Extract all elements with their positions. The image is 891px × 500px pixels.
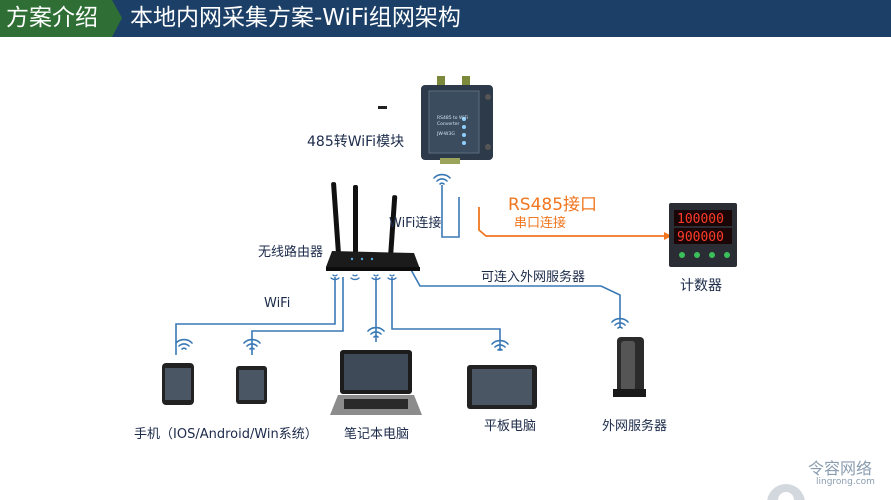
server-label: 外网服务器	[602, 419, 668, 434]
module-router-link	[441, 185, 460, 238]
tablet-label: 平板电脑	[484, 419, 537, 434]
watermark-name: 令容网络	[808, 459, 873, 478]
router-label: 无线路由器	[258, 245, 324, 260]
serial-label: 串口连接	[514, 216, 567, 231]
wifi-signal-icons	[175, 173, 629, 351]
page-title: 本地内网采集方案-WiFi组网架构	[130, 5, 461, 31]
external-server-link-label: 可连入外网服务器	[481, 270, 586, 285]
server-link	[409, 267, 621, 327]
wifi-label: WiFi	[264, 296, 291, 311]
phone-label: 手机（IOS/Android/Win系统）	[134, 427, 318, 442]
section-title: 方案介绍	[6, 5, 98, 31]
server-device	[613, 337, 646, 397]
counter-device: 100000 900000	[669, 203, 737, 267]
rs485-label: RS485接口	[508, 195, 598, 215]
pad-link	[391, 277, 501, 351]
header-bar: 方案介绍 本地内网采集方案-WiFi组网架构	[0, 0, 891, 37]
wifi-module-device: RS485 to WiFi Converter JW-W3G	[421, 76, 493, 164]
router-antenna-icons	[330, 274, 397, 281]
network-diagram: RS485 to WiFi Converter JW-W3G 100000 90…	[0, 37, 891, 500]
phone-device	[162, 363, 194, 405]
counter-row2: 900000	[677, 230, 724, 245]
module-panel-subtext: Converter	[437, 121, 460, 127]
tablet-device	[467, 365, 537, 409]
watermark-url: lingrong.com	[816, 477, 875, 487]
laptop-label: 笔记本电脑	[344, 427, 410, 442]
diagram-canvas: RS485 to WiFi Converter JW-W3G 100000 90…	[162, 76, 805, 500]
router-device	[326, 182, 420, 271]
tablet-link	[251, 277, 344, 355]
laptop-device	[330, 350, 422, 415]
dash-mark	[378, 106, 387, 109]
module-label: 485转WiFi模块	[307, 134, 405, 150]
counter-row1: 100000	[677, 212, 724, 227]
serial-link	[478, 207, 665, 237]
section-tab	[0, 0, 122, 37]
phone-link	[175, 277, 336, 355]
module-model-text: JW-W3G	[436, 131, 455, 137]
wifi-connect-label: WiFi连接	[389, 216, 442, 231]
module-panel-text: RS485 to WiFi	[437, 115, 468, 121]
serial-arrow	[664, 232, 672, 240]
small-tablet-device	[236, 366, 267, 404]
watermark-logo-icon	[767, 484, 805, 500]
counter-label: 计数器	[680, 278, 722, 294]
